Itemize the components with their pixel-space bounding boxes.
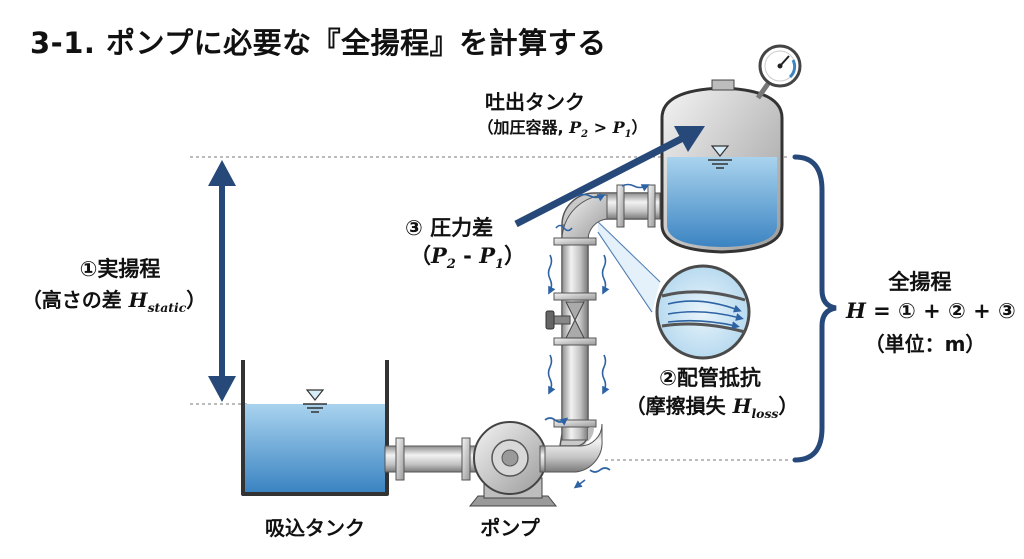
- friction-squiggles: [544, 183, 650, 489]
- pump-label: ポンプ: [480, 516, 540, 540]
- p1-subscript: 1: [495, 257, 505, 273]
- h-loss-subscript: loss: [751, 406, 779, 421]
- p2-letter: P: [569, 118, 582, 137]
- p2-subscript: 2: [446, 257, 456, 273]
- static-note-suffix: ）: [186, 288, 207, 312]
- discharge-tank: [660, 44, 802, 254]
- friction-note-prefix: （摩擦損失: [625, 394, 733, 418]
- p1-letter: P: [479, 243, 495, 268]
- p1-symbol: P1: [612, 118, 632, 141]
- h-loss-symbol: Hloss: [732, 394, 779, 421]
- paren-open: （: [410, 244, 431, 268]
- water-level-symbol: [708, 145, 732, 169]
- p1-subscript: 1: [624, 129, 632, 141]
- friction-magnifier: [597, 221, 751, 360]
- p2-symbol: P2: [569, 118, 589, 141]
- total-head-unit: （単位：m）: [864, 332, 986, 356]
- flange: [647, 184, 656, 228]
- h-symbol: H: [846, 298, 866, 323]
- discharge-tank-note: （加圧容器, P2 > P1）: [470, 114, 655, 140]
- flange: [553, 292, 597, 301]
- valve: [545, 301, 585, 339]
- discharge-pipe: [544, 184, 661, 473]
- formula-terms: = ① + ② + ③: [865, 299, 1016, 323]
- suction-pipe: [384, 437, 486, 481]
- p1-symbol: P1: [479, 243, 504, 272]
- suction-tank-label: 吸込タンク: [265, 516, 365, 540]
- water-level-symbol: [303, 389, 327, 413]
- p2-letter: P: [431, 243, 447, 268]
- total-head-label: 全揚程: [888, 270, 952, 294]
- static-head-note: （高さの差 Hstatic）: [14, 284, 214, 315]
- pipe-friction-note: （摩擦損失 Hloss）: [612, 390, 812, 421]
- static-head-arrow: [208, 160, 236, 402]
- page-title: 3-1. ポンプに必要な『全揚程』を計算する: [30, 26, 607, 60]
- total-head-brace: [792, 154, 837, 463]
- h-letter: H: [128, 288, 148, 312]
- flange: [553, 237, 597, 246]
- gt-sign: >: [588, 118, 613, 137]
- flange: [553, 419, 597, 428]
- static-note-prefix: （高さの差: [21, 288, 129, 312]
- minus-sign: -: [455, 244, 480, 268]
- flange: [616, 184, 625, 228]
- p2-subscript: 2: [581, 129, 589, 141]
- paren-close: ）: [504, 244, 526, 268]
- h-letter: H: [732, 394, 752, 418]
- p1-letter: P: [612, 118, 625, 137]
- pressure-gauge-icon: [755, 44, 802, 100]
- suction-tank: [241, 360, 389, 496]
- flange: [553, 337, 597, 346]
- h-static-symbol: Hstatic: [128, 288, 187, 315]
- discharge-tank-label: 吐出タンク: [485, 90, 585, 114]
- pressure-difference-label: ③ 圧力差: [405, 216, 494, 240]
- pipe-friction-label: ②配管抵抗: [659, 366, 761, 390]
- static-head-label: ①実揚程: [79, 257, 161, 281]
- friction-note-suffix: ）: [778, 394, 799, 418]
- pressure-difference-arrow: [514, 126, 705, 228]
- tank-nozzle: [711, 79, 735, 91]
- h-static-subscript: static: [147, 300, 187, 315]
- discharge-note-prefix: （加圧容器,: [477, 118, 570, 137]
- p2-symbol: P2: [431, 243, 456, 272]
- total-head-formula: H = ① + ② + ③: [846, 298, 1016, 323]
- discharge-note-suffix: ）: [631, 118, 648, 137]
- pressure-difference-formula: （P2 - P1）: [410, 240, 525, 272]
